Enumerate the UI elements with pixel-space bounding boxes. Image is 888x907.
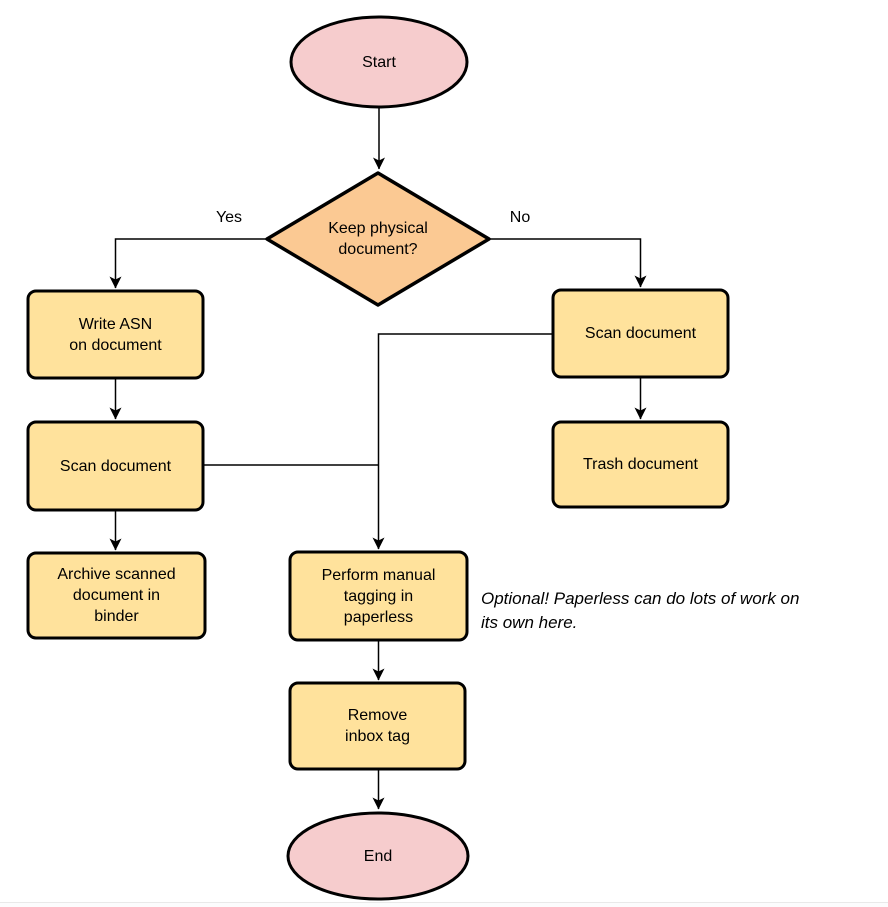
no-edge-label: No xyxy=(509,209,531,226)
trash-node-shape xyxy=(551,420,730,509)
edge-decision-yes xyxy=(109,238,266,289)
optional-annotation: Optional! Paperless can do lots of work … xyxy=(481,589,800,632)
end-node-shape xyxy=(286,811,470,901)
remove-inbox-node-shape xyxy=(288,681,467,771)
bottom-window-edge xyxy=(0,902,888,907)
tagging-node-shape xyxy=(288,550,469,642)
write-asn-node-shape xyxy=(26,289,205,380)
scan-left-node-shape xyxy=(26,420,205,512)
archive-node-shape xyxy=(26,551,207,640)
scan-right-node-shape xyxy=(551,288,730,379)
edges-group xyxy=(109,107,647,810)
start-node-shape xyxy=(289,15,469,109)
edge-decision-no xyxy=(489,238,647,288)
decision-node-shape xyxy=(265,171,491,307)
edge-scanright-to-tagging xyxy=(372,333,553,550)
yes-edge-label: Yes xyxy=(215,209,243,226)
